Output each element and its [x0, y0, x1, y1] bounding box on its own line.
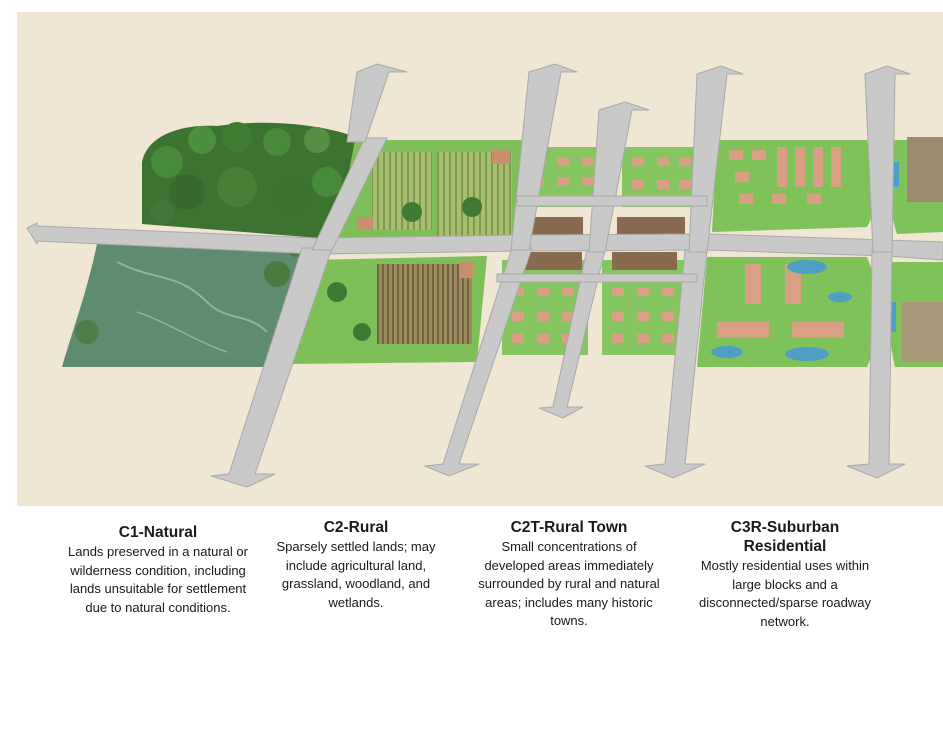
transect-description: Lands preserved in a natural or wilderne…: [68, 544, 248, 615]
transect-description: Mostly residential uses within large blo…: [699, 558, 871, 629]
transect-title: C3R-Suburban Residential: [730, 519, 840, 555]
transect-illustration: [17, 12, 943, 506]
transect-description: Sparsely settled lands; may include agri…: [276, 539, 436, 610]
transect-description: Small concentrations of developed areas …: [478, 539, 660, 628]
transect-title: C2T-Rural Town: [510, 519, 628, 536]
transect-caption-c1-natural: C1-Natural Lands preserved in a natural …: [60, 523, 256, 617]
transect-caption-c2t-rural-town: C2T-Rural Town Small concentrations of d…: [478, 518, 660, 631]
transect-title: C1-Natural: [118, 524, 198, 541]
transect-caption-c3r-suburban-residential: C3R-Suburban Residential Mostly resident…: [690, 518, 880, 631]
suburban-blocks: [697, 137, 943, 367]
transect-caption-c2-rural: C2-Rural Sparsely settled lands; may inc…: [268, 518, 444, 612]
road-network: [26, 63, 943, 488]
rural-land: [287, 140, 522, 364]
transect-title: C2-Rural: [323, 519, 389, 536]
forest-area: [142, 122, 359, 240]
